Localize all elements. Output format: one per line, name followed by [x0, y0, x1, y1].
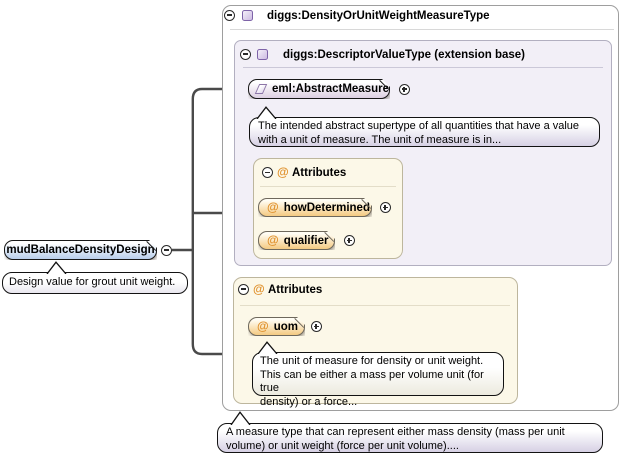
attribute-at-icon: @ — [253, 284, 265, 295]
callout-tail — [256, 106, 278, 119]
element-label: mudBalanceDensityDesign — [6, 244, 154, 256]
annotation-text: Design value for grout unit weight. — [3, 273, 187, 293]
element-ref-icon — [255, 84, 267, 94]
attribute-at-icon: @ — [267, 202, 279, 213]
annotation-text: The intended abstract supertype of all q… — [250, 118, 599, 149]
attribute-label: qualifier — [284, 235, 329, 247]
uom-annotation: The unit of measure for density or unit … — [252, 352, 504, 396]
divider — [260, 186, 396, 187]
attribute-at-icon: @ — [257, 321, 269, 332]
callout-tail — [257, 341, 279, 354]
base-type-box-title: diggs:DescriptorValueType (extension bas… — [283, 49, 525, 61]
collapse-toggle-icon[interactable] — [262, 167, 273, 178]
collapse-toggle-icon[interactable] — [240, 49, 251, 60]
type-annotation: A measure type that can represent either… — [217, 423, 603, 453]
attribute-how-determined[interactable]: @ howDetermined — [258, 198, 372, 217]
expand-toggle-icon[interactable] — [344, 235, 355, 246]
divider — [240, 305, 510, 306]
complex-type-icon — [242, 10, 253, 21]
collapse-toggle-icon[interactable] — [238, 284, 249, 295]
abstract-measure-annotation: The intended abstract supertype of all q… — [249, 117, 600, 147]
annotation-text: The unit of measure for density or unit … — [253, 353, 503, 411]
attribute-uom[interactable]: @ uom — [248, 317, 305, 336]
attribute-label: uom — [274, 321, 298, 333]
attribute-at-icon: @ — [277, 167, 289, 178]
callout-tail — [230, 411, 252, 425]
expand-toggle-icon[interactable] — [380, 202, 391, 213]
attribute-at-icon: @ — [267, 235, 279, 246]
attribute-group-title: Attributes — [268, 284, 322, 296]
divider — [243, 67, 603, 68]
complex-type-icon — [257, 49, 268, 60]
attribute-qualifier[interactable]: @ qualifier — [258, 231, 335, 250]
element-abstract-measure[interactable]: eml:AbstractMeasure — [248, 79, 390, 99]
collapse-toggle-icon[interactable] — [161, 245, 172, 256]
element-mud-balance-density-design[interactable]: mudBalanceDensityDesign — [4, 240, 157, 260]
type-box-title: diggs:DensityOrUnitWeightMeasureType — [267, 10, 490, 22]
callout-tail — [46, 261, 68, 274]
root-element-annotation: Design value for grout unit weight. — [2, 272, 188, 294]
attribute-label: howDetermined — [284, 202, 370, 214]
collapse-toggle-icon[interactable] — [224, 10, 235, 21]
element-label: eml:AbstractMeasure — [272, 83, 389, 95]
attribute-group-title: Attributes — [292, 167, 346, 179]
expand-toggle-icon[interactable] — [311, 321, 322, 332]
annotation-text: A measure type that can represent either… — [218, 424, 602, 455]
divider — [230, 29, 614, 30]
expand-toggle-icon[interactable] — [399, 84, 410, 95]
